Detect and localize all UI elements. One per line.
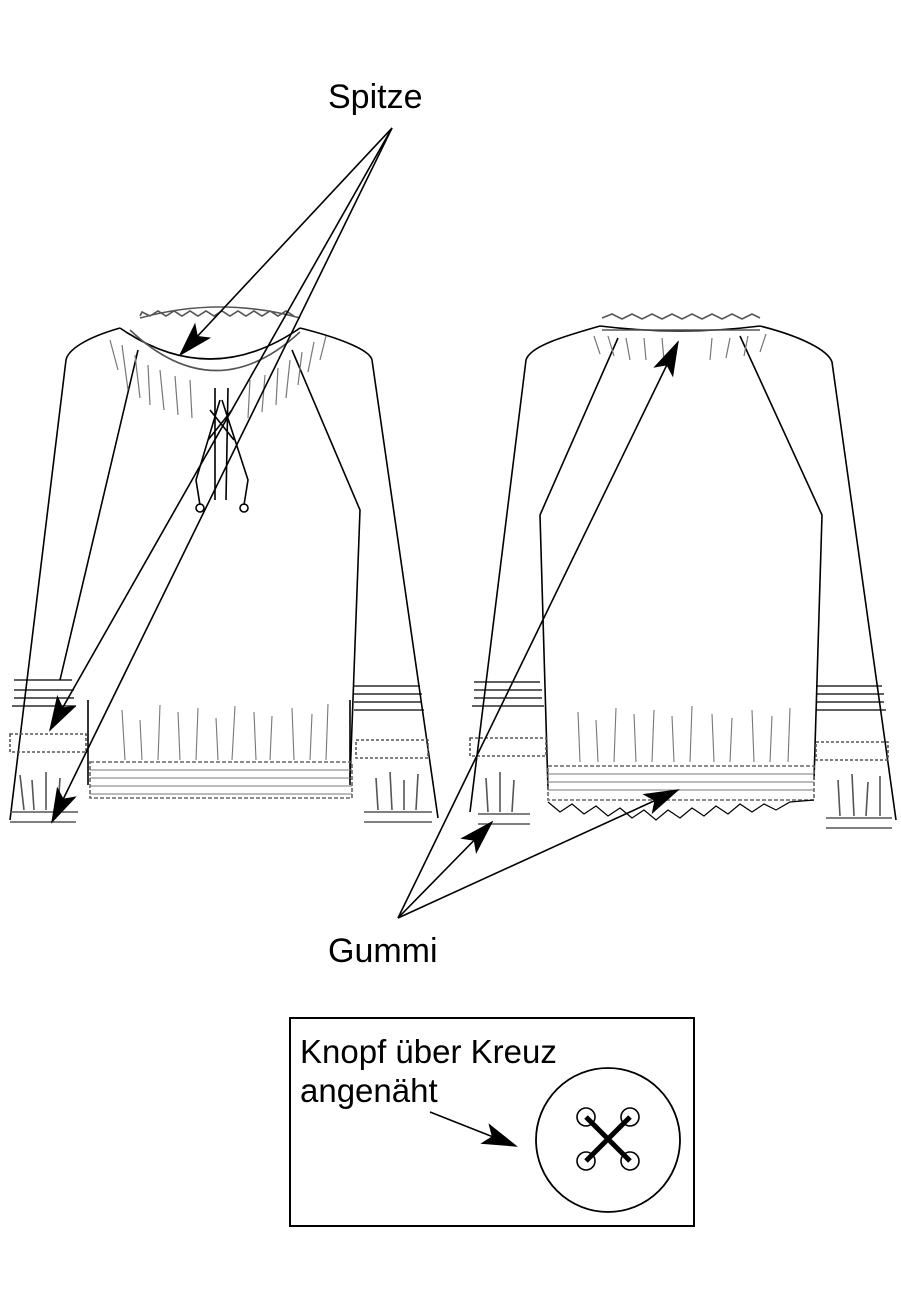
arrow-elastic-waist	[397, 789, 680, 919]
back-waist-rows	[548, 773, 814, 791]
back-raglan-right	[739, 335, 823, 781]
front-lace-band-left	[9, 733, 87, 753]
label-elastic: Gummi	[328, 932, 438, 970]
arrow-elastic-cuff	[397, 820, 494, 919]
buttonhole-top-left	[576, 1107, 596, 1127]
label-button-line1: Knopf über Kreuz	[300, 1033, 557, 1070]
back-neck-frill	[601, 313, 761, 331]
arrow-elastic-neckline	[397, 340, 679, 919]
front-raglan-right	[291, 349, 361, 781]
front-placket	[195, 387, 249, 506]
front-cuff-right	[364, 771, 432, 823]
leader-lines	[49, 127, 680, 919]
front-sleeve-band-right	[354, 685, 424, 711]
front-waist-rows	[90, 769, 352, 795]
front-cuff-left	[10, 772, 78, 823]
arrow-lace-cuff	[51, 127, 393, 824]
arrow-button	[429, 1111, 518, 1147]
buttonhole-top-right	[620, 1107, 640, 1127]
button-detail	[289, 1017, 695, 1227]
button-detail-frame	[289, 1017, 695, 1227]
front-neck-ruffle-strokes	[109, 335, 327, 419]
back-waist-smocking	[547, 765, 815, 801]
button-icon	[535, 1067, 681, 1213]
front-view	[9, 306, 439, 823]
back-lace-band-right	[815, 741, 889, 761]
back-sleeve-band-right	[816, 685, 886, 711]
back-view	[469, 313, 897, 829]
front-hem-strokes	[121, 703, 329, 761]
lace-tip-right	[239, 503, 249, 513]
back-hem-strokes	[577, 705, 791, 763]
back-hem-edge	[547, 799, 815, 821]
front-raglan-left	[59, 349, 139, 681]
back-outline	[469, 325, 897, 821]
cross-stitch	[584, 1115, 632, 1163]
label-button-line2: angenäht	[300, 1072, 438, 1109]
back-raglan-left	[539, 337, 619, 791]
back-cuff-right	[826, 773, 892, 829]
back-lace-band-left	[469, 737, 547, 757]
front-sleeve-band-left	[12, 679, 76, 707]
arrow-lace-neckline	[178, 127, 393, 357]
arrow-lace-sleeve-band	[49, 127, 393, 732]
front-body-side	[87, 700, 351, 785]
buttonhole-bottom-left	[576, 1151, 596, 1171]
front-outline	[9, 327, 439, 821]
back-cuff-left	[478, 772, 530, 825]
buttonhole-bottom-right	[620, 1151, 640, 1171]
label-lace: Spitze	[328, 78, 423, 116]
front-waist-smocking	[89, 761, 353, 799]
front-neck-frill	[129, 306, 301, 372]
front-lace-band-right	[355, 739, 429, 759]
lace-tip-left	[195, 503, 205, 513]
